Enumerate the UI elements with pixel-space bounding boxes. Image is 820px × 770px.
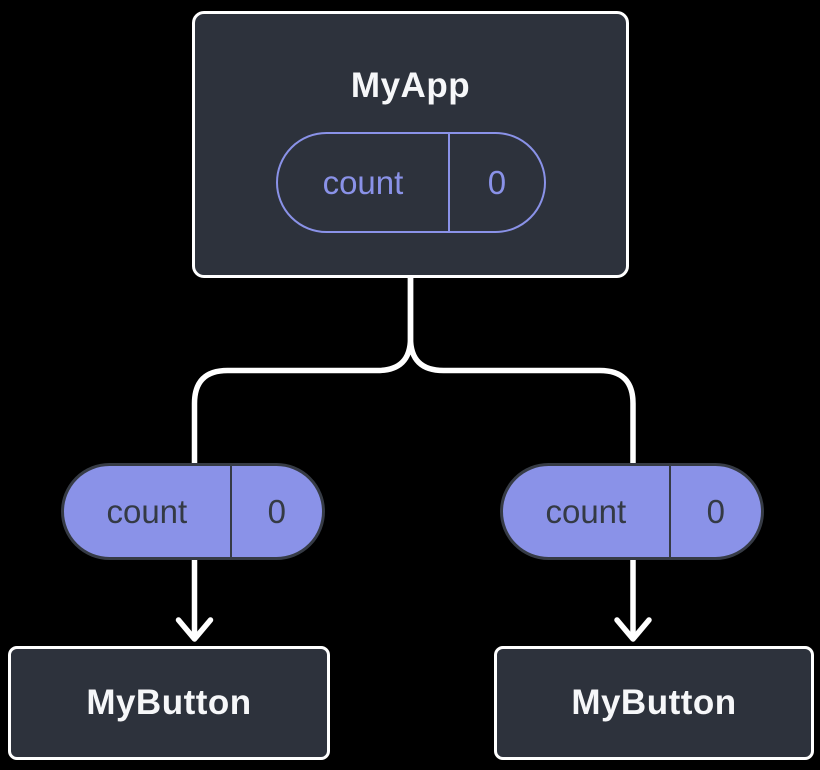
prop-pill-left: count 0 [61, 463, 325, 560]
mybutton-title: MyButton [86, 683, 252, 722]
state-pill: count 0 [275, 132, 546, 233]
myapp-node: MyApp count 0 [192, 11, 629, 278]
prop-pill-value: 0 [706, 492, 726, 530]
arrow-down-icon [175, 617, 214, 642]
mybutton-title: MyButton [571, 683, 737, 722]
myapp-title: MyApp [350, 66, 471, 105]
state-pill-value: 0 [487, 163, 507, 201]
state-pill-label: count [278, 134, 451, 231]
connector-root-to-right [407, 275, 636, 639]
prop-pill-value: 0 [267, 492, 287, 530]
prop-pill-right: count 0 [500, 463, 764, 560]
prop-pill-label: count [64, 466, 232, 557]
mybutton-node-right: MyButton [494, 646, 814, 760]
connector-root-to-left [191, 275, 414, 639]
prop-pill-label: count [503, 466, 671, 557]
mybutton-node-left: MyButton [8, 646, 330, 760]
arrow-down-icon [614, 617, 652, 642]
